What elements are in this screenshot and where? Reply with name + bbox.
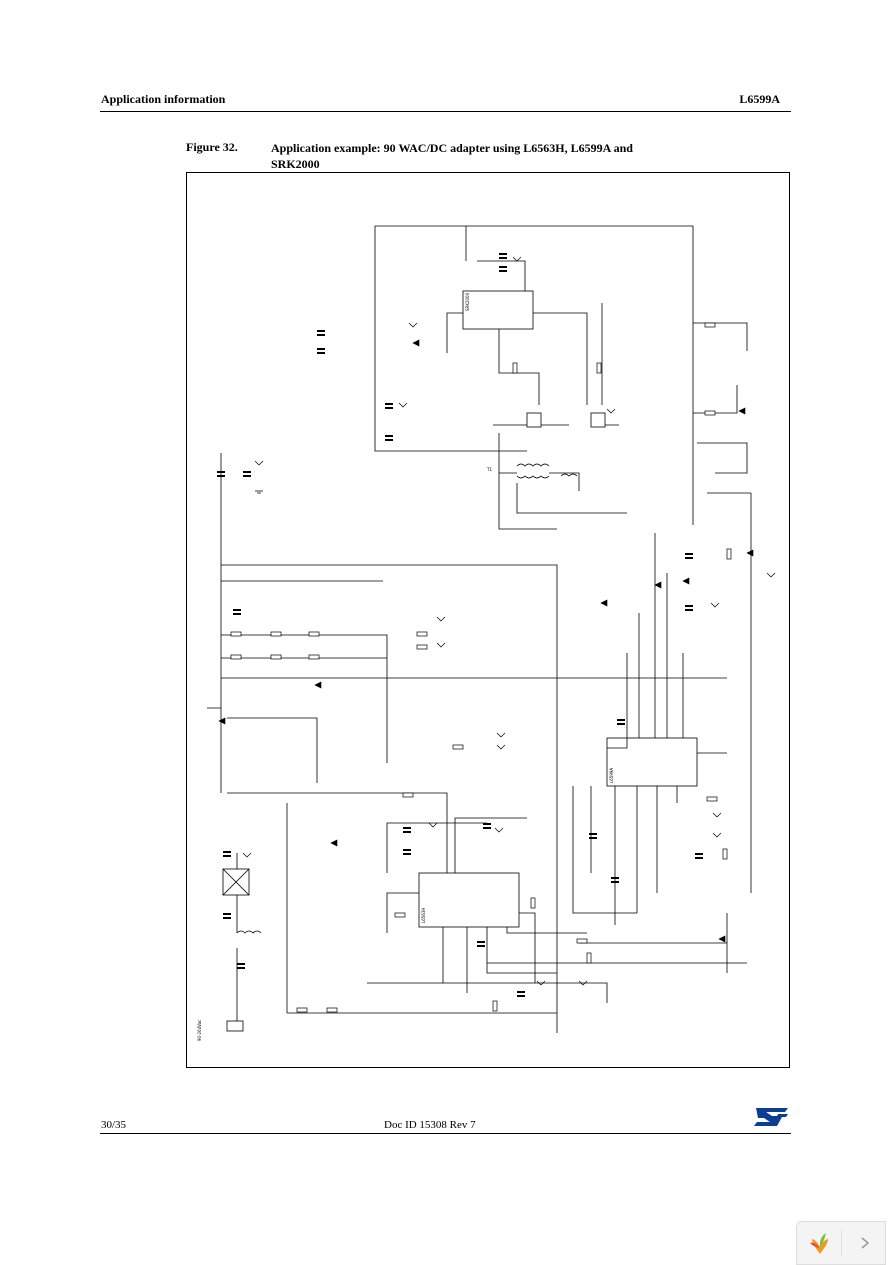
- header-part-number: L6599A: [739, 92, 780, 106]
- footer-doc-id: Doc ID 15308 Rev 7: [384, 1119, 476, 1131]
- nav-separator: [841, 1230, 842, 1256]
- input-voltage-label: 90-264Vac: [197, 1020, 202, 1041]
- transformer-label: T1: [486, 467, 492, 472]
- schematic-frame: SRK2000 L6599A L6563H 90-264Vac T1: [186, 172, 790, 1068]
- figure-title: Application example: 90 WAC/DC adapter u…: [271, 141, 633, 171]
- srk2000-label: SRK2000: [465, 292, 470, 311]
- viewer-nav-widget: [796, 1221, 886, 1265]
- schematic-drawing: SRK2000 L6599A L6563H 90-264Vac T1: [197, 225, 776, 1041]
- footer-rule: [100, 1133, 791, 1134]
- header-section-title: Application information: [101, 92, 226, 106]
- l6599a-label: L6599A: [609, 768, 614, 783]
- viewer-logo-icon[interactable]: [807, 1230, 833, 1256]
- header-rule: [100, 111, 791, 112]
- figure-number: Figure 32.: [186, 140, 238, 154]
- l6563h-label: L6563H: [421, 908, 426, 923]
- st-logo-icon: [754, 1108, 788, 1126]
- footer-page-number: 30/35: [101, 1119, 127, 1131]
- chevron-right-icon[interactable]: [855, 1230, 875, 1256]
